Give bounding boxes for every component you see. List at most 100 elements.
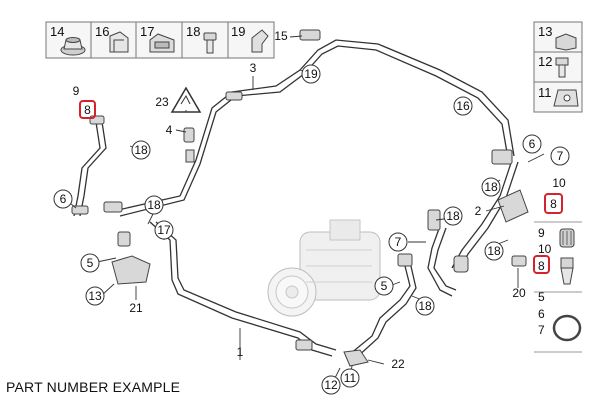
callout-13: 13 (85, 286, 105, 306)
fitting (453, 255, 469, 273)
right-cell-label: 12 (538, 54, 552, 69)
callout-2: 2 (475, 204, 482, 218)
legend-label: 8 (538, 259, 545, 273)
svg-text:13: 13 (88, 289, 102, 303)
fitting (491, 149, 513, 165)
grommet-part (60, 37, 86, 56)
caption: PART NUMBER EXAMPLE (6, 379, 181, 395)
right-parts-strip: 13 12 11 (533, 21, 583, 113)
legend-label: 9 (538, 226, 545, 240)
fitting (117, 231, 131, 247)
callout-8-highlighted: 8 (84, 103, 91, 117)
callout-18: 18 (415, 296, 435, 316)
callout-9: 9 (73, 84, 80, 98)
warning-label-icon (170, 86, 202, 113)
callout-6: 6 (522, 134, 542, 154)
right-legend: 9 10 8 5 6 7 (533, 221, 582, 353)
right-cell-label: 13 (538, 24, 552, 39)
valve-cap-part (559, 228, 575, 248)
bolt-part (203, 32, 217, 54)
legend-label: 5 (538, 290, 545, 304)
callout-12: 12 (321, 375, 341, 395)
svg-text:7: 7 (557, 149, 564, 163)
callout-4: 4 (166, 123, 173, 137)
top-cell-label: 18 (186, 24, 200, 39)
callout-18: 18 (131, 140, 151, 160)
legend-label: 7 (538, 323, 545, 337)
legend-label: 6 (538, 307, 545, 321)
bracket-part (149, 33, 175, 53)
fitting (185, 149, 195, 163)
svg-text:18: 18 (487, 244, 501, 258)
highlight-box (544, 193, 563, 214)
svg-text:18: 18 (147, 198, 161, 212)
fitting (103, 201, 123, 213)
svg-text:6: 6 (60, 192, 67, 206)
callout-21: 21 (129, 301, 143, 315)
callout-20: 20 (512, 286, 526, 300)
bolt-part (555, 57, 569, 78)
callout-22: 22 (391, 357, 405, 371)
compressor (267, 219, 381, 317)
svg-text:5: 5 (381, 279, 388, 293)
top-cell-label: 19 (231, 24, 245, 39)
svg-text:5: 5 (87, 256, 94, 270)
callout-11: 11 (340, 368, 360, 388)
top-parts-strip: 14 16 17 18 19 (45, 21, 275, 59)
nut-part (555, 33, 577, 51)
svg-text:18: 18 (484, 180, 498, 194)
svg-text:11: 11 (344, 371, 357, 385)
callout-18: 18 (481, 177, 501, 197)
callout-8-highlighted: 8 (550, 197, 557, 211)
callout-10: 10 (552, 176, 566, 190)
callout-7: 7 (388, 232, 408, 252)
fitting (427, 209, 441, 231)
callout-1: 1 (237, 345, 244, 359)
callout-3: 3 (250, 61, 257, 75)
svg-text:12: 12 (324, 378, 338, 392)
pressure-sensor (183, 127, 195, 143)
callout-5: 5 (80, 253, 100, 273)
clip-nut-part (553, 89, 579, 107)
callouts: 6 18 18 17 5 13 19 16 6 7 18 18 7 5 18 1… (53, 29, 570, 395)
callout-18: 18 (144, 195, 164, 215)
fitting (511, 255, 527, 267)
right-cell-label: 11 (538, 85, 552, 100)
svg-text:7: 7 (395, 235, 402, 249)
callout-18: 18 (443, 206, 463, 226)
clip-part (109, 31, 129, 53)
top-cell-label: 16 (95, 24, 109, 39)
clip-part (251, 29, 269, 53)
bracket-part (497, 189, 529, 223)
o-ring-part (552, 314, 582, 342)
callout-15: 15 (274, 29, 288, 43)
svg-text:6: 6 (529, 137, 536, 151)
svg-text:17: 17 (157, 223, 171, 237)
fitting (295, 339, 313, 351)
svg-text:18: 18 (418, 299, 432, 313)
svg-text:16: 16 (456, 99, 470, 113)
legend-label: 10 (538, 242, 552, 256)
valve-core-part (560, 257, 574, 285)
callout-17: 17 (154, 220, 174, 240)
svg-text:19: 19 (304, 67, 318, 81)
callout-5: 5 (374, 276, 394, 296)
callout-23: 23 (155, 95, 169, 109)
top-cell-label: 14 (50, 24, 64, 39)
svg-text:18: 18 (134, 143, 148, 157)
highlight-box (79, 100, 96, 119)
svg-text:18: 18 (446, 209, 460, 223)
top-cell-label: 17 (140, 24, 154, 39)
callout-18: 18 (484, 241, 504, 261)
fitting (397, 253, 413, 267)
bracket-part-21 (111, 255, 151, 285)
callout-16: 16 (453, 96, 473, 116)
callout-7: 7 (550, 146, 570, 166)
leader-lines (63, 35, 545, 385)
clip-on-line (299, 29, 321, 41)
callout-6: 6 (53, 189, 73, 209)
bracket-part-22 (343, 349, 369, 367)
highlight-box (533, 255, 550, 274)
fitting (225, 91, 243, 101)
